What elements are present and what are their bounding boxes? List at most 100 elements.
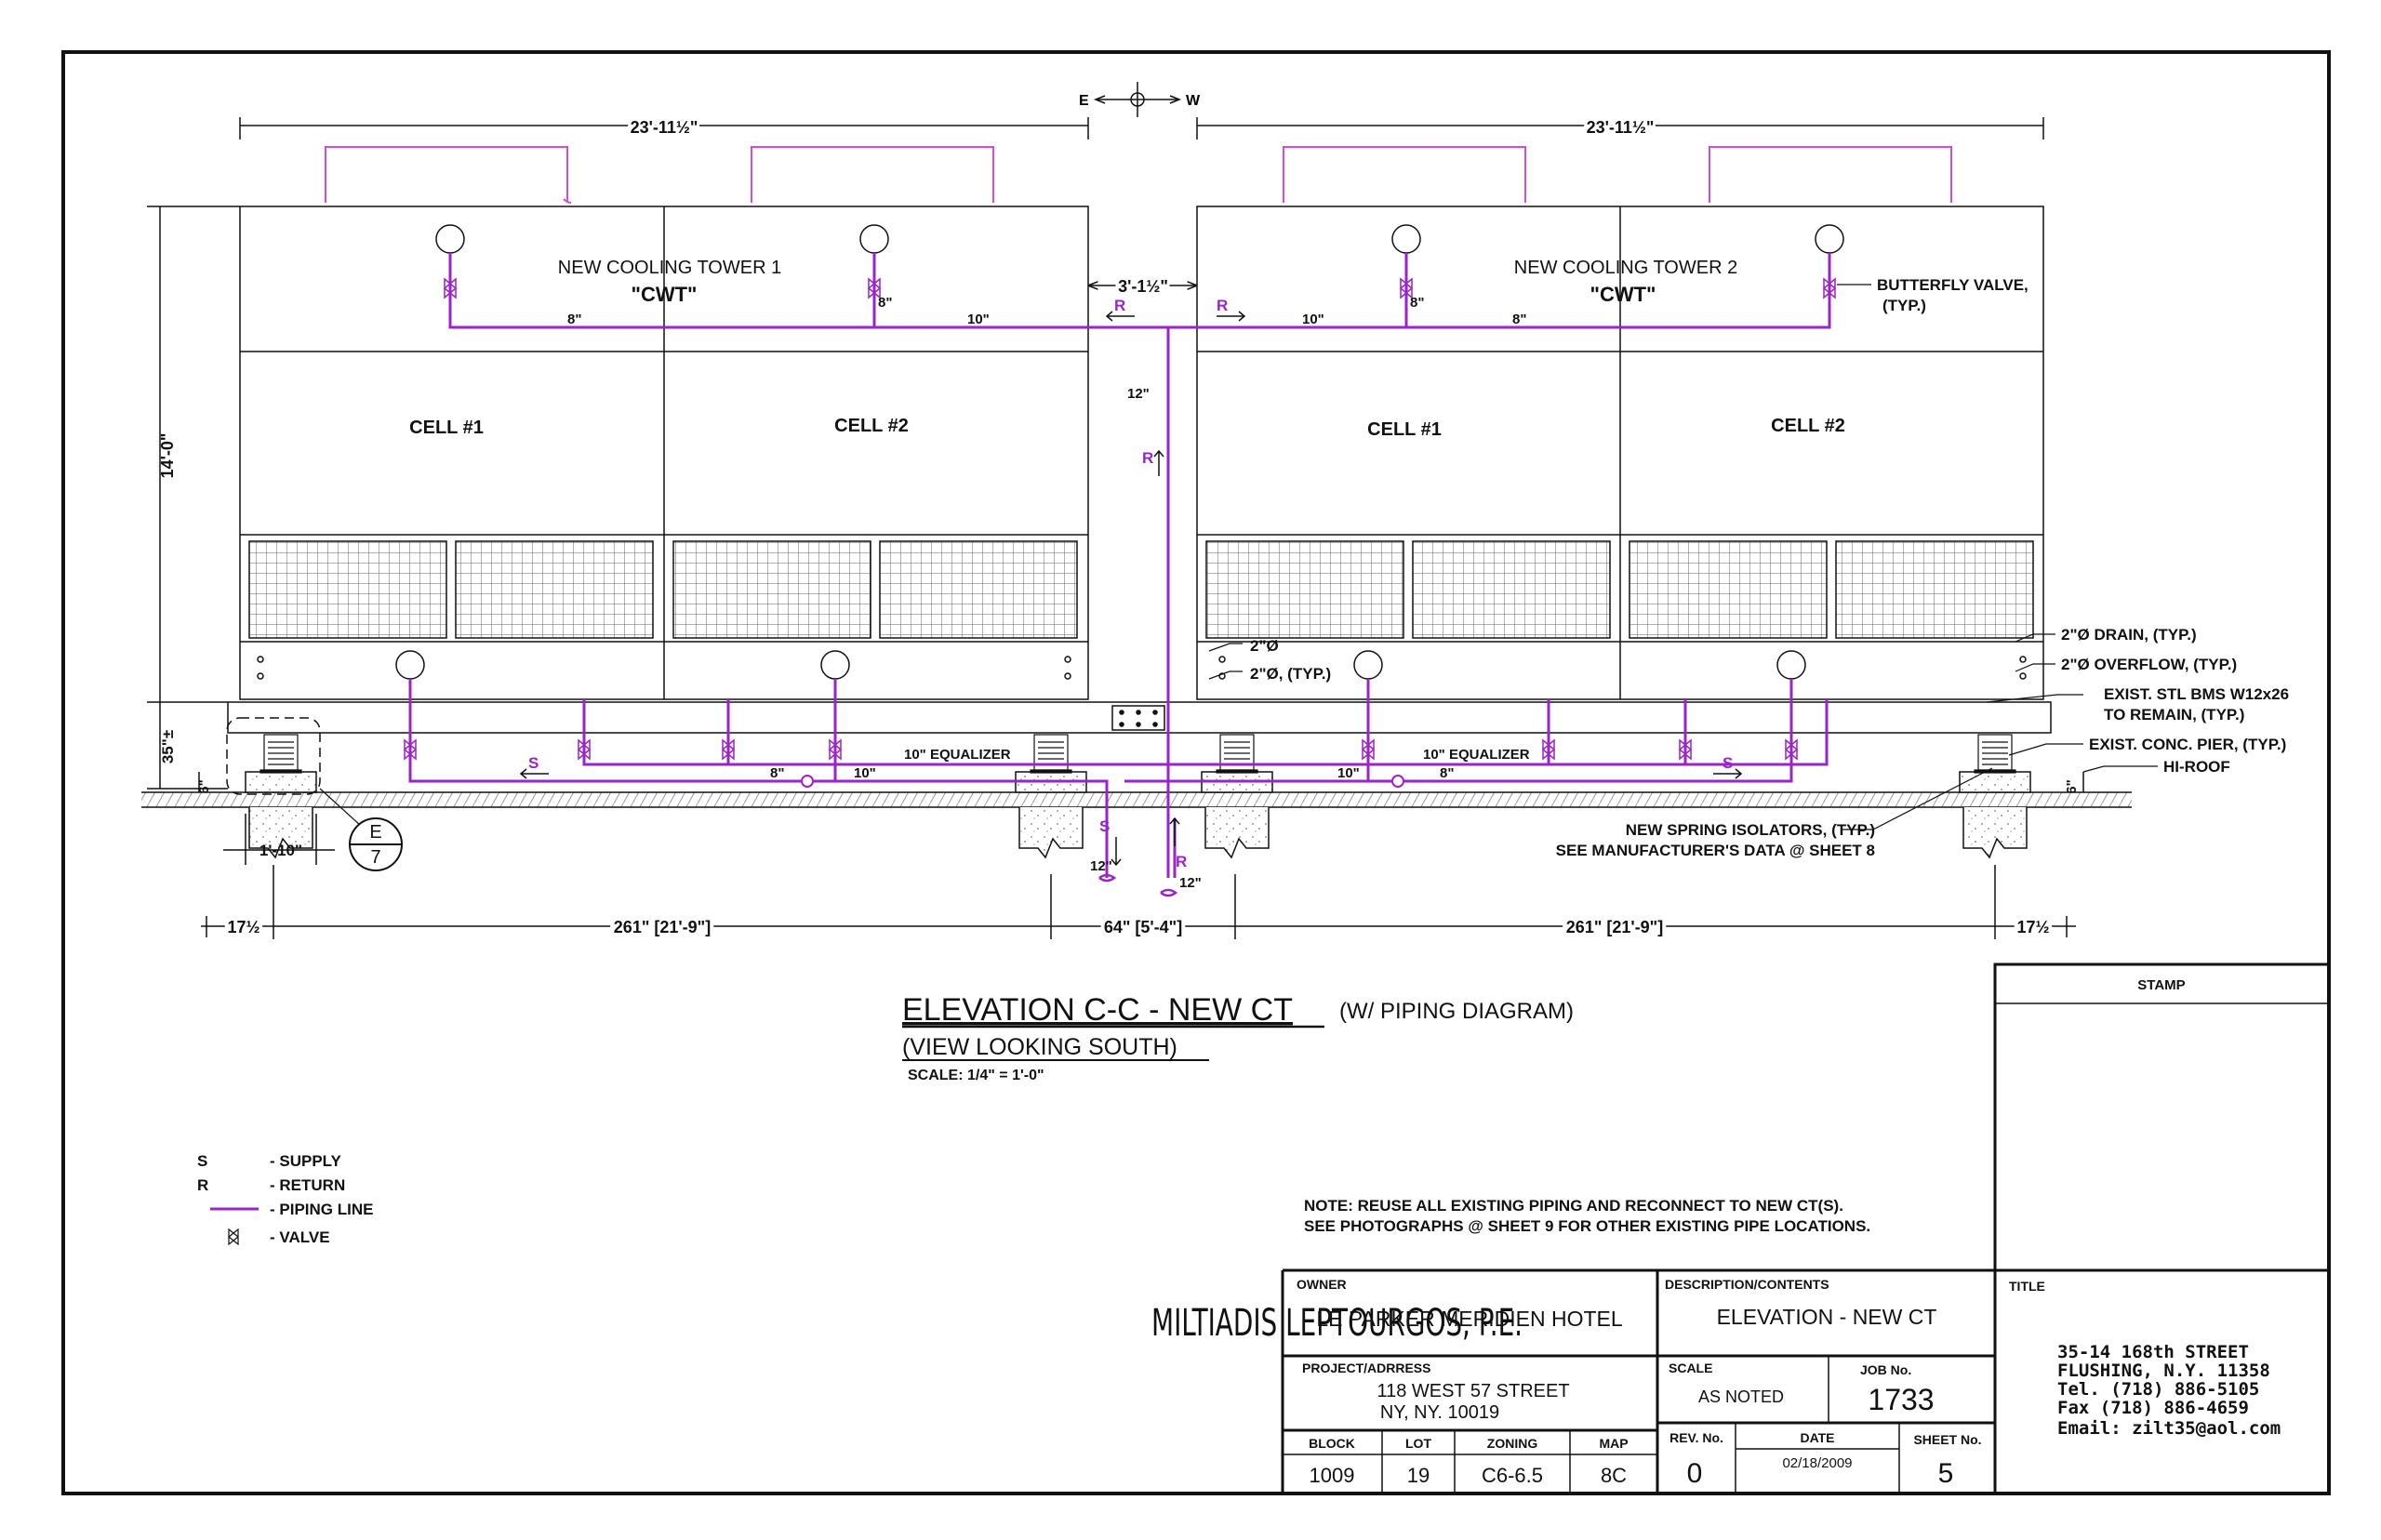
dim-tower-width-1: 23'-11½" <box>631 118 698 137</box>
size-eq-right: 10" EQUALIZER <box>1423 747 1530 763</box>
sheet-label: SHEET No. <box>1913 1432 1981 1447</box>
map-value: 8C <box>1601 1464 1627 1487</box>
tower2-cell1-label: CELL #1 <box>1367 419 1442 440</box>
scale-value: AS NOTED <box>1698 1387 1784 1406</box>
size-eq-left: 10" EQUALIZER <box>904 747 1011 763</box>
piping-dashed-segments <box>582 699 1829 733</box>
flow-arrows <box>519 311 1743 867</box>
callout-butterfly: BUTTERFLY VALVE, <box>1877 276 2029 294</box>
engineer-email: Email: zilt35@aol.com <box>2057 1418 2281 1439</box>
spring-isolators <box>259 734 2016 774</box>
owner-label: OWNER <box>1297 1277 1347 1292</box>
callout-drain-small-typ: 2"Ø, (TYP.) <box>1250 665 1331 683</box>
return-label-left: R <box>1114 297 1125 314</box>
desc-label: DESCRIPTION/CONTENTS <box>1665 1277 1829 1292</box>
callout-drain: 2"Ø DRAIN, (TYP.) <box>2061 626 2197 644</box>
lot-label: LOT <box>1405 1436 1431 1451</box>
legend-return-text: - RETURN <box>270 1176 345 1194</box>
detail-callout-box <box>226 717 321 795</box>
compass-east: E <box>1079 93 1089 109</box>
pipe-breaks <box>1098 873 1178 897</box>
callout-pier: EXIST. CONC. PIER, (TYP.) <box>2089 736 2286 753</box>
block-value: 1009 <box>1310 1464 1355 1487</box>
cooling-tower-1 <box>239 206 1089 700</box>
tower1-cell1-label: CELL #1 <box>409 418 484 438</box>
job-value: 1733 <box>1868 1383 1934 1416</box>
size-bot-10-left: 10" <box>854 765 876 781</box>
legend-valve-text: - VALVE <box>270 1228 330 1246</box>
dim-gap-between: 3'-1½" <box>1118 277 1168 296</box>
flow-letters: R R R S S S R <box>528 297 1733 870</box>
address-line-1: 118 WEST 57 STREET <box>1377 1381 1569 1401</box>
note-line-1: NOTE: REUSE ALL EXISTING PIPING AND RECO… <box>1304 1197 1843 1215</box>
engineer-block: MILTIADIS LEPTOURGOS, P.E. 35-14 168th S… <box>1151 1301 2281 1439</box>
drawing-subtitle: (VIEW LOOKING SOUTH) <box>902 1034 1177 1060</box>
tower2-title: NEW COOLING TOWER 2 <box>1514 258 1737 278</box>
legend-piping-text: - PIPING LINE <box>270 1201 373 1218</box>
dim-tower-width-2: 23'-11½" <box>1587 118 1655 137</box>
size-t1-8a: 8" <box>567 312 581 327</box>
title-block-grid <box>1281 962 2331 1495</box>
bottom-dimensions <box>201 865 2076 939</box>
dim-bottom-2: 261" [21'-9"] <box>614 918 711 936</box>
supply-label-left: S <box>528 754 539 772</box>
pipe-fittings <box>801 775 1404 788</box>
size-t2-8a: 8" <box>1410 295 1424 311</box>
engineer-name: MILTIADIS LEPTOURGOS, P.E. <box>1151 1301 1523 1345</box>
callout-drain-small: 2"Ø <box>1250 637 1279 655</box>
callout-leaders <box>1208 284 2158 830</box>
rev-value: 0 <box>1687 1458 1703 1489</box>
engineer-tel: Tel. (718) 886-5105 <box>2057 1379 2259 1400</box>
return-label-riser: R <box>1142 449 1153 467</box>
size-t1-8b: 8" <box>878 295 892 311</box>
legend: S - SUPPLY R - RETURN - PIPING LINE - VA… <box>197 1152 373 1246</box>
desc-value: ELEVATION - NEW CT <box>1717 1305 1937 1329</box>
detail-letter: E <box>369 822 381 843</box>
map-label: MAP <box>1599 1436 1628 1451</box>
supply-label-right: S <box>1723 754 1733 772</box>
bottom-dimension-labels: 17½ 261" [21'-9"] 64" [5'-4"] 261" [21'-… <box>223 914 2053 940</box>
title-block-labels: OWNER DESCRIPTION/CONTENTS PROJECT/ADRRE… <box>1297 1277 2045 1451</box>
owner-value: LE PARKER MERIDIEN HOTEL <box>1316 1307 1623 1331</box>
steel-beam <box>227 701 2052 734</box>
date-value: 02/18/2009 <box>1782 1455 1852 1471</box>
pipe-size-labels: 8" 8" 10" 10" 8" 8" 12" 10" EQUALIZER 10… <box>567 295 1530 891</box>
valves <box>403 277 1837 761</box>
size-bot-10-right: 10" <box>1337 765 1360 781</box>
dim-pier-width: 1'-10" <box>259 842 302 859</box>
legend-valve-icon <box>228 1228 239 1246</box>
legend-supply-symbol: S <box>197 1152 207 1170</box>
drawing-scale: SCALE: 1/4" = 1'-0" <box>908 1068 1044 1083</box>
callout-beams-2: TO REMAIN, (TYP.) <box>2104 706 2244 724</box>
sheet-value: 5 <box>1938 1458 1954 1489</box>
callout-springs-2: SEE MANUFACTURER'S DATA @ SHEET 8 <box>1556 842 1875 859</box>
detail-sheet: 7 <box>370 847 380 868</box>
drawing-title-suffix: (W/ PIPING DIAGRAM) <box>1339 999 1574 1024</box>
tower1-title: NEW COOLING TOWER 1 <box>558 258 781 278</box>
job-label: JOB No. <box>1860 1362 1911 1377</box>
tower1-cell2-label: CELL #2 <box>834 416 909 436</box>
tower2-tag: "CWT" <box>1590 283 1656 306</box>
cooling-tower-2 <box>1196 206 2044 700</box>
project-label: PROJECT/ADRRESS <box>1302 1361 1430 1375</box>
scale-label: SCALE <box>1669 1361 1712 1375</box>
address-line-2: NY, NY. 10019 <box>1380 1402 1499 1423</box>
dim-bottom-5: 17½ <box>2016 918 2049 936</box>
callout-springs: NEW SPRING ISOLATORS, (TYP.) <box>1626 821 1875 839</box>
callout-hiroof: HI-ROOF <box>2163 758 2230 776</box>
size-bot-8-right: 8" <box>1440 765 1454 781</box>
zoning-label: ZONING <box>1487 1436 1538 1451</box>
tower1-tag: "CWT" <box>632 283 698 306</box>
dim-pier-height: 35"± <box>159 730 177 763</box>
rev-label: REV. No. <box>1669 1430 1723 1445</box>
size-drop-12-s: 12" <box>1090 858 1112 874</box>
lot-value: 19 <box>1407 1464 1430 1487</box>
return-label-drop: R <box>1176 853 1187 870</box>
compass-west: W <box>1186 93 1201 109</box>
dim-six-right: 6" <box>2064 779 2080 793</box>
fan-discharge-outlines <box>325 146 1952 204</box>
date-label: DATE <box>1800 1430 1834 1445</box>
engineer-address-2: FLUSHING, N.Y. 11358 <box>2057 1361 2270 1381</box>
stamp-label: STAMP <box>2137 977 2185 993</box>
